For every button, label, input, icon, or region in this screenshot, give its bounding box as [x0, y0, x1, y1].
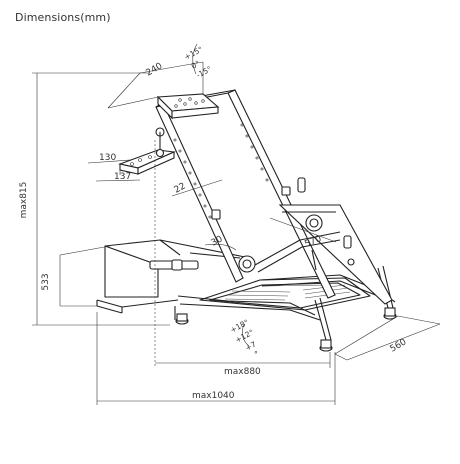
dim-240: 240: [145, 61, 165, 78]
dim-max1040: max1040: [192, 391, 235, 401]
top-tilt-plus: +15°: [183, 45, 205, 62]
dim-560: 560: [389, 337, 409, 354]
shifter-plate: [118, 132, 177, 175]
dim-533: 533: [41, 273, 51, 290]
upright-frame: [155, 89, 393, 305]
dim-22: 22: [173, 181, 188, 195]
dim-max880: max880: [224, 367, 261, 377]
left-upright: [155, 102, 244, 283]
base-plate: [199, 277, 371, 311]
dim-30: 30: [210, 234, 225, 248]
front-pedal-tray: [104, 245, 159, 298]
bottom-tilt-degree: °: [254, 350, 258, 359]
dim-max815: max815: [19, 182, 29, 219]
adjust-knobs: [211, 177, 355, 273]
dim-137: 137: [114, 172, 131, 182]
dim-130: 130: [99, 153, 116, 163]
feet: [175, 307, 397, 352]
top-tilt-angles: +15° 0° -15°: [183, 45, 214, 80]
top-tilt-zero: 0°: [190, 59, 202, 71]
dimension-lines: [32, 43, 441, 405]
bottom-tilt-angles: +18° +12° +7 °: [229, 318, 258, 359]
rear-strut: [278, 204, 393, 305]
wheel-mount-plate: [155, 93, 220, 137]
upright-holes: [173, 123, 269, 219]
diagram-heading: Dimensions(mm): [15, 11, 111, 24]
